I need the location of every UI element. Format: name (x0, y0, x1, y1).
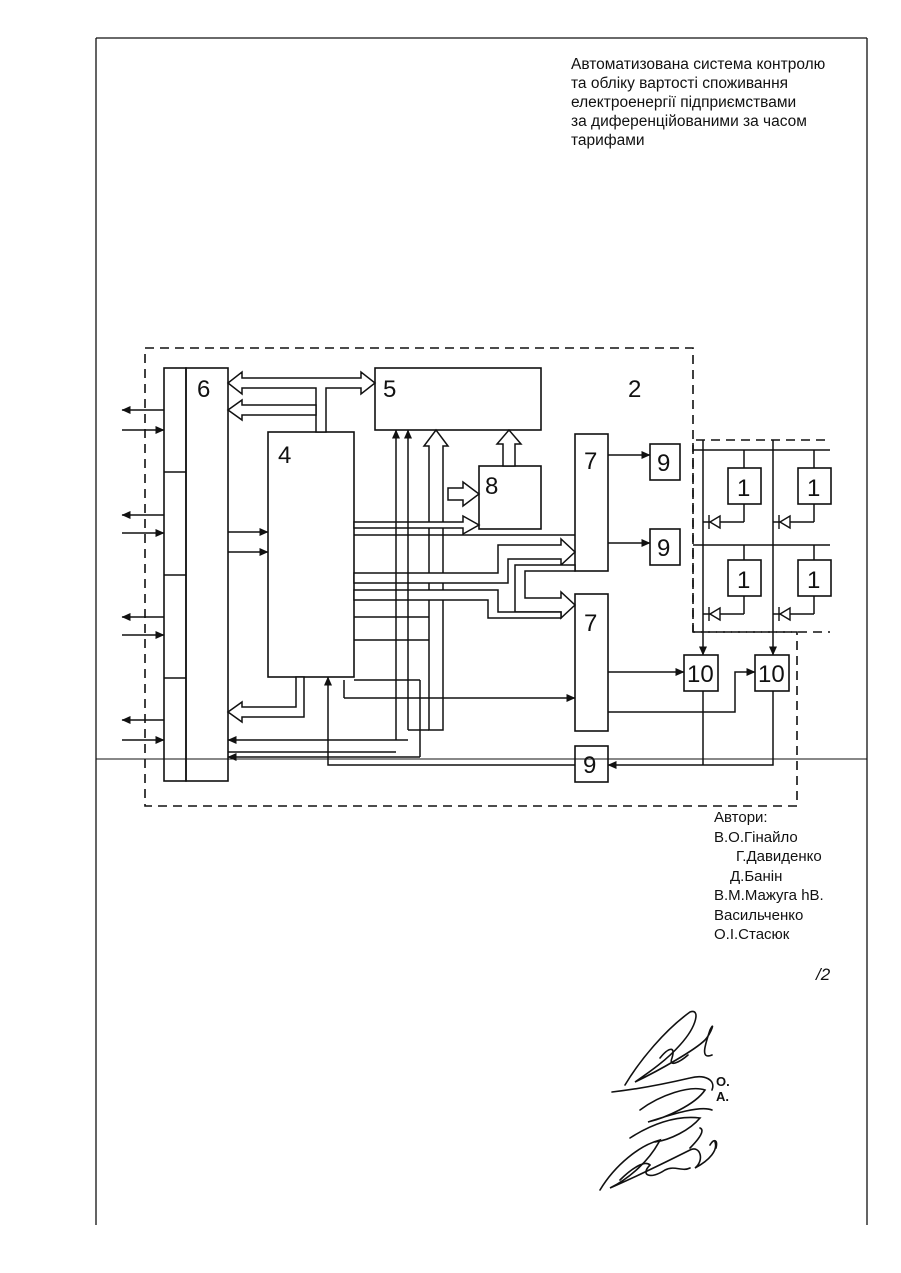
label-block-10-left: 10 (687, 661, 714, 688)
authors-heading: Автори: (714, 808, 824, 828)
author-name: Васильченко (714, 906, 824, 926)
author-name: О.І.Стасюк (714, 925, 824, 945)
label-meter-1-c: 1 (737, 567, 750, 594)
label-block-7-top: 7 (584, 448, 597, 475)
author-name: Д.Банін (714, 867, 824, 887)
label-block-6: 6 (197, 376, 210, 403)
label-block-10-right: 10 (758, 661, 785, 688)
signature-scribbles (600, 1011, 717, 1190)
signal-lines (122, 410, 773, 765)
label-block-9-mid: 9 (657, 535, 670, 562)
author-name: В.М.Мажуга hВ. (714, 886, 824, 906)
label-block-4: 4 (278, 442, 291, 469)
label-block-2: 2 (628, 376, 641, 403)
diode-icon (710, 516, 720, 528)
signature-letter: О. (716, 1074, 730, 1089)
diode-icon (780, 516, 790, 528)
label-block-7-bottom: 7 (584, 610, 597, 637)
author-name: Г.Давиденко (714, 847, 824, 867)
connector-lines (354, 450, 830, 757)
label-block-9-bottom: 9 (583, 752, 596, 779)
author-name: В.О.Гінайло (714, 828, 824, 848)
label-meter-1-a: 1 (737, 475, 750, 502)
label-block-9-top: 9 (657, 450, 670, 477)
diode-icon (780, 608, 790, 620)
block-6 (164, 368, 228, 781)
signature-letter: А. (716, 1089, 730, 1104)
signature-letters: О. А. (716, 1074, 730, 1104)
page-mark: /2 (816, 965, 830, 985)
label-block-8: 8 (485, 473, 498, 500)
label-meter-1-b: 1 (807, 475, 820, 502)
diode-icon (710, 608, 720, 620)
label-meter-1-d: 1 (807, 567, 820, 594)
label-block-5: 5 (383, 376, 396, 403)
authors-block: Автори: В.О.Гінайло Г.Давиденко Д.Банін … (714, 808, 824, 945)
block-5 (375, 368, 541, 430)
